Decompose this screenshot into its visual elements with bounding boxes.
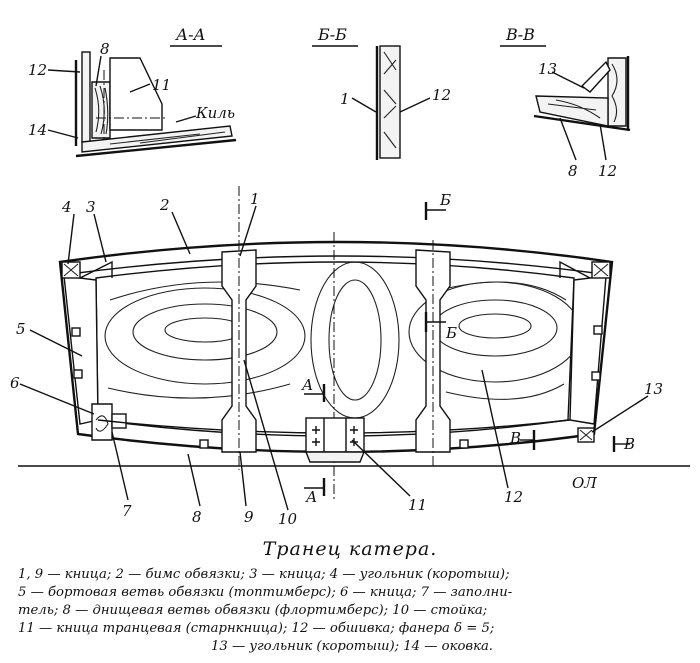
section-vv-title: В-В: [505, 25, 535, 44]
label-9: 9: [244, 508, 254, 526]
aa-frame: [91, 81, 111, 139]
cut-v-right: В: [623, 435, 635, 453]
cut-a-bottom: А: [305, 488, 317, 506]
vv-angle: [607, 57, 627, 127]
label-7: 7: [122, 502, 132, 520]
transom-main-view: Б Б А А В В ОЛ 4 3 2 1 5: [10, 186, 690, 528]
bb-frame: [379, 45, 401, 159]
label-8: 8: [192, 508, 202, 526]
section-aa-title: А-А: [175, 25, 206, 44]
label-1: 1: [250, 190, 260, 208]
label-4: 4: [61, 198, 72, 216]
label-6: 6: [10, 374, 20, 392]
aa-transom-plank: [81, 51, 91, 143]
label-13-vv: 13: [538, 60, 557, 78]
label-5: 5: [16, 320, 26, 338]
section-bb: Б-Б 1 12: [312, 25, 451, 160]
figure-legend: 1, 9 — кница; 2 — бимс обвязки; 3 — книц…: [18, 566, 686, 656]
label-12-aa: 12: [28, 61, 47, 79]
legend-line: 5 — бортовая ветвь обвязки (топтимберс);…: [18, 585, 513, 600]
vv-corner: [580, 60, 611, 93]
label-14-aa: 14: [28, 121, 47, 139]
label-10: 10: [278, 510, 298, 528]
legend-line: тель; 8 — днищевая ветвь обвязки (флорти…: [18, 603, 488, 618]
legend-line: 13 — угольник (коротыш); 14 — оковка.: [211, 639, 493, 654]
section-vv: В-В 13 8 12: [500, 25, 631, 180]
label-11: 11: [408, 496, 427, 514]
label-kil: Киль: [195, 104, 235, 122]
transom-diagram: А-А 12 8 11 14 Киль Б-Б 1: [10, 25, 690, 528]
cut-b-top: Б: [439, 191, 451, 209]
plywood-grain: [104, 261, 582, 419]
label-13: 13: [644, 380, 663, 398]
keel-end: [304, 451, 366, 463]
aa-knee: [109, 57, 163, 131]
label-2: 2: [159, 196, 170, 214]
label-ol: ОЛ: [572, 474, 597, 492]
section-bb-title: Б-Б: [317, 25, 347, 44]
label-12: 12: [504, 488, 523, 506]
label-12-vv: 12: [598, 162, 617, 180]
cut-a-top: А: [301, 376, 313, 394]
legend-line: 11 — кница транцевая (старнкница); 12 — …: [18, 621, 495, 636]
knee-6: [91, 403, 113, 441]
side-frame-right: [569, 275, 607, 425]
figure-title: Транец катера.: [262, 538, 438, 560]
label-11-aa: 11: [152, 76, 171, 94]
transom-knee-11: [305, 417, 365, 453]
label-8-vv: 8: [568, 162, 578, 180]
label-12-bb: 12: [432, 86, 451, 104]
label-1-bb: 1: [340, 90, 350, 108]
label-8-aa: 8: [100, 40, 110, 58]
cut-b-bottom: Б: [445, 324, 457, 342]
section-aa: А-А 12 8 11 14 Киль: [28, 25, 237, 158]
legend-line: 1, 9 — кница; 2 — бимс обвязки; 3 — книц…: [18, 567, 510, 582]
cut-v-left: В: [509, 429, 521, 447]
label-3: 3: [86, 198, 96, 216]
